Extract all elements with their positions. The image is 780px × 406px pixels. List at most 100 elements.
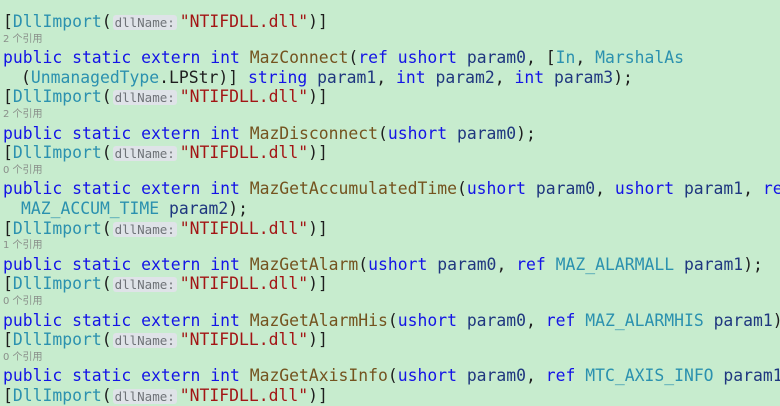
- string-literal: "NTIFDLL.dll": [179, 274, 309, 294]
- paren: (: [101, 330, 112, 350]
- attribute-name: DllImport: [12, 330, 102, 350]
- attribute-name: DllImport: [12, 143, 102, 163]
- string-literal: "NTIFDLL.dll": [179, 143, 309, 163]
- token-k: public static extern int: [3, 366, 250, 386]
- token-p: param1: [723, 366, 780, 386]
- codelens-references[interactable]: 2 个引用: [3, 33, 43, 45]
- token-o: ,: [496, 254, 517, 274]
- attribute-line[interactable]: [DllImport(dllName:"NTIFDLL.dll")]: [3, 87, 780, 107]
- token-p: param0: [456, 123, 517, 143]
- codelens-references[interactable]: 0 个引用: [3, 351, 43, 363]
- bracket: )]: [308, 330, 328, 350]
- token-o: (: [21, 67, 31, 87]
- paren: (: [101, 12, 112, 31]
- attribute-line[interactable]: [DllImport(dllName:"NTIFDLL.dll")]: [3, 274, 780, 294]
- token-p: param0: [437, 254, 497, 274]
- bracket: [: [3, 385, 13, 405]
- token-p: param3: [553, 67, 614, 87]
- parameter-name-hint: dllName:: [112, 221, 177, 237]
- attribute-line[interactable]: [DllImport(dllName:"NTIFDLL.dll")]: [3, 12, 780, 32]
- token-t: MAZ_ALARMALL: [555, 254, 684, 274]
- token-m: MazDisconnect: [249, 123, 378, 143]
- token-m: MazGetAccumulatedTime: [249, 179, 457, 199]
- attribute-name: DllImport: [12, 274, 102, 294]
- bracket: [: [3, 87, 13, 107]
- parameter-name-hint: dllName:: [112, 90, 177, 106]
- token-p: param1: [317, 67, 377, 87]
- code-line[interactable]: public static extern int MazGetAlarm(ush…: [3, 255, 780, 275]
- token-k: ushort: [614, 179, 684, 199]
- code-line[interactable]: MAZ_ACCUM_TIME param2);: [3, 199, 780, 219]
- token-p: param0: [535, 179, 596, 199]
- code-line[interactable]: public static extern int MazConnect(ref …: [3, 48, 780, 68]
- token-o: );: [228, 198, 248, 218]
- parameter-name-hint: dllName:: [112, 388, 177, 404]
- paren: (: [101, 274, 112, 294]
- token-t: In: [555, 48, 576, 68]
- string-literal: "NTIFDLL.dll": [179, 385, 309, 405]
- token-k: public static extern int: [3, 123, 250, 143]
- token-k: public static extern int: [3, 179, 250, 199]
- bracket: )]: [308, 143, 328, 163]
- token-o: ,: [526, 366, 546, 386]
- token-k: ref ushort: [358, 48, 467, 68]
- attribute-name: DllImport: [12, 385, 102, 405]
- bracket: )]: [308, 218, 328, 238]
- code-line[interactable]: public static extern int MazGetAxisInfo(…: [3, 366, 780, 386]
- token-o: ,: [743, 179, 763, 199]
- attribute-line[interactable]: [DllImport(dllName:"NTIFDLL.dll")]: [3, 330, 780, 350]
- token-p: param0: [466, 48, 527, 68]
- token-k: ref: [762, 179, 780, 199]
- token-p: param1: [683, 179, 744, 199]
- code-line[interactable]: public static extern int MazGetAccumulat…: [3, 179, 780, 199]
- paren: (: [101, 143, 112, 163]
- token-k: ushort: [368, 254, 438, 274]
- codelens-references[interactable]: 2 个引用: [3, 108, 43, 120]
- token-p: param2: [435, 67, 495, 87]
- token-o: ,: [494, 67, 515, 87]
- token-k: int: [396, 67, 436, 87]
- code-line[interactable]: public static extern int MazDisconnect(u…: [3, 124, 780, 144]
- attribute-name: DllImport: [12, 218, 102, 238]
- token-p: param1: [683, 254, 744, 274]
- bracket: [: [3, 274, 13, 294]
- token-m: MazConnect: [249, 48, 349, 68]
- paren: (: [101, 218, 112, 238]
- token-k: public static extern int: [3, 48, 250, 68]
- bracket: [: [3, 12, 13, 31]
- attribute-line[interactable]: [DllImport(dllName:"NTIFDLL.dll")]: [3, 386, 780, 406]
- token-o: ,: [575, 48, 596, 68]
- token-m: MazGetAlarmHis: [249, 310, 388, 330]
- paren: (: [101, 385, 112, 405]
- codelens-references[interactable]: 1 个引用: [3, 240, 43, 252]
- parameter-name-hint: dllName:: [112, 277, 177, 293]
- token-o: ,: [376, 67, 397, 87]
- token-t: MarshalAs: [595, 48, 684, 68]
- token-m: MazGetAlarm: [249, 254, 359, 274]
- token-o: ,: [595, 179, 615, 199]
- attribute-line[interactable]: [DllImport(dllName:"NTIFDLL.dll")]: [3, 219, 780, 239]
- codelens-references[interactable]: 0 个引用: [3, 295, 43, 307]
- token-o: (: [348, 48, 359, 68]
- token-o: ,: [526, 310, 546, 330]
- code-line[interactable]: (UnmanagedType.LPStr)] string param1, in…: [3, 68, 780, 88]
- token-t: MAZ_ALARMHIS: [585, 310, 714, 330]
- attribute-line[interactable]: [DllImport(dllName:"NTIFDLL.dll")]: [3, 143, 780, 163]
- token-m: MazGetAxisInfo: [249, 366, 388, 386]
- bracket: )]: [308, 385, 328, 405]
- token-p: param1: [713, 310, 773, 330]
- codelens-references[interactable]: 0 个引用: [3, 164, 43, 176]
- token-o: (: [358, 254, 369, 274]
- string-literal: "NTIFDLL.dll": [179, 330, 309, 350]
- token-k: ref: [545, 310, 586, 330]
- token-o: (: [387, 366, 398, 386]
- parameter-name-hint: dllName:: [112, 15, 177, 30]
- token-p: param0: [466, 366, 527, 386]
- parameter-name-hint: dllName:: [112, 333, 177, 349]
- token-o: .LPStr)]: [159, 67, 248, 87]
- paren: (: [101, 87, 112, 107]
- bracket: [: [3, 218, 13, 238]
- code-line[interactable]: public static extern int MazGetAlarmHis(…: [3, 311, 780, 331]
- token-o: (: [378, 123, 388, 143]
